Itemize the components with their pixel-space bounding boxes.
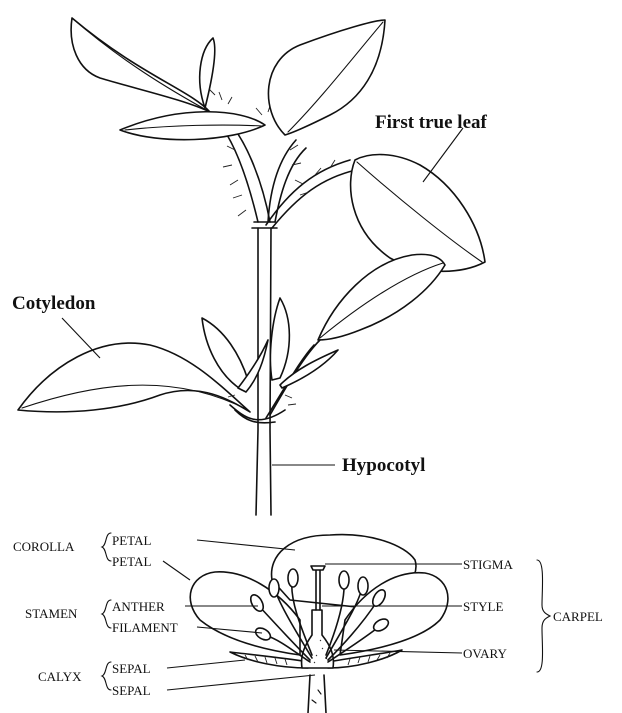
label-anther: ANTHER <box>112 599 165 614</box>
label-first-true-leaf: First true leaf <box>375 112 488 133</box>
label-calyx: CALYX <box>38 669 82 684</box>
label-corolla: COROLLA <box>13 539 75 554</box>
seedling-illustration: First true leaf Cotyledon Hypocotyl <box>12 18 488 515</box>
label-stigma: STIGMA <box>463 557 513 572</box>
flower-stem <box>308 675 326 713</box>
top-right-leaf <box>268 20 385 135</box>
stigma <box>311 566 325 570</box>
brace-corolla <box>102 533 111 561</box>
right-sepal <box>328 650 402 668</box>
right-lower-leaf <box>318 254 445 340</box>
label-cotyledon: Cotyledon <box>12 293 96 314</box>
label-hypocotyl: Hypocotyl <box>342 455 425 476</box>
label-carpel: CARPEL <box>553 609 603 624</box>
brace-stamen <box>102 600 111 628</box>
flower-illustration: COROLLA PETAL PETAL STAMEN ANTHER FILAME… <box>13 533 603 713</box>
label-sepal-1: SEPAL <box>112 661 151 676</box>
label-petal-2: PETAL <box>112 554 151 569</box>
small-bud-center <box>270 298 289 380</box>
label-stamen: STAMEN <box>25 606 78 621</box>
label-filament: FILAMENT <box>112 620 178 635</box>
brace-calyx <box>102 662 111 690</box>
leader-first-true-leaf <box>423 128 463 182</box>
label-ovary: OVARY <box>463 646 507 661</box>
label-sepal-2: SEPAL <box>112 683 151 698</box>
label-style: STYLE <box>463 599 504 614</box>
brace-carpel <box>537 560 550 672</box>
leader-cotyledon <box>62 318 100 358</box>
top-left-leaf <box>71 18 210 112</box>
label-petal-1: PETAL <box>112 533 151 548</box>
